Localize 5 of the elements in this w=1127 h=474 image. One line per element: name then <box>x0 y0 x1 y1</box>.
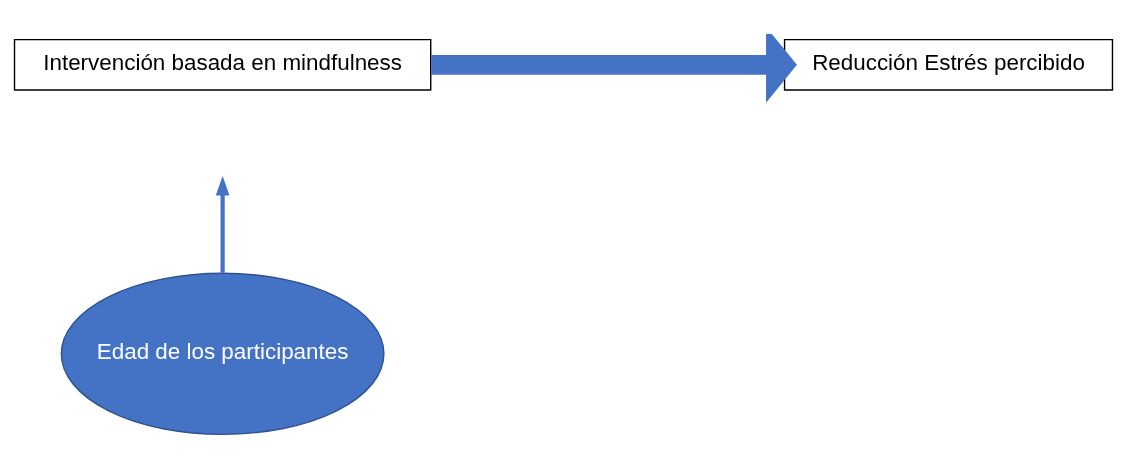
arrow <box>215 175 230 273</box>
arrow <box>431 34 797 103</box>
node-box: Reducción Estrés percibido <box>783 38 1114 91</box>
node-ellipse: Edad de los participantes <box>60 272 385 436</box>
node-box: Intervención basada en mindfulness <box>13 38 432 91</box>
